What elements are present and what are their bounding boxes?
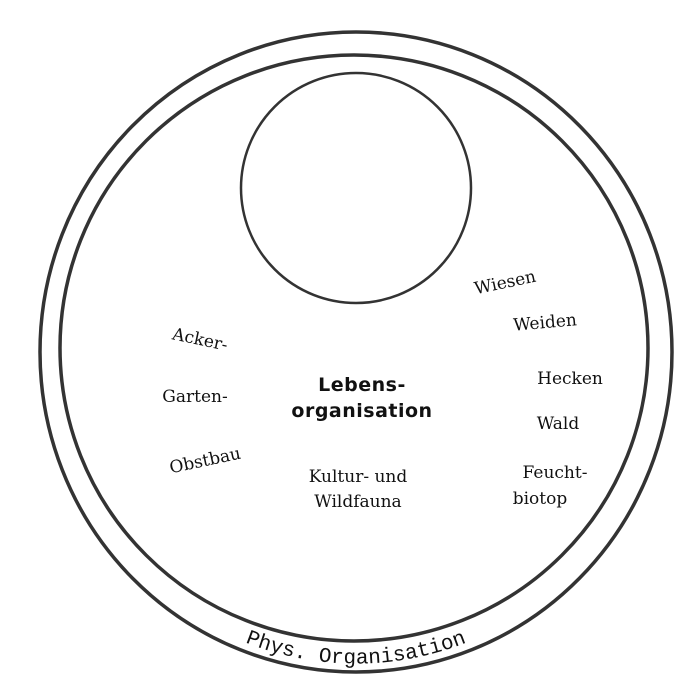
label-biotop: biotop xyxy=(513,489,568,509)
empty-top-circle xyxy=(239,71,473,305)
fauna-line2: Wildfauna xyxy=(314,492,401,512)
fauna-line1: Kultur- und xyxy=(309,467,408,487)
phys-organisation-label: Phys. Organisation xyxy=(243,627,470,670)
inner-circle xyxy=(58,53,650,643)
label-wiesen: Wiesen xyxy=(473,267,538,300)
center-title-line1: Lebens- xyxy=(318,374,406,396)
label-obstbau: Obstbau xyxy=(168,444,243,479)
label-hecken: Hecken xyxy=(537,369,603,389)
label-wald: Wald xyxy=(537,414,580,434)
label-garten: Garten- xyxy=(162,387,227,407)
center-title-line2: organisation xyxy=(291,400,432,422)
label-feucht: Feucht- xyxy=(523,463,588,483)
outer-circle xyxy=(38,30,674,674)
label-acker: Acker- xyxy=(170,324,230,355)
label-weiden: Weiden xyxy=(513,310,578,335)
